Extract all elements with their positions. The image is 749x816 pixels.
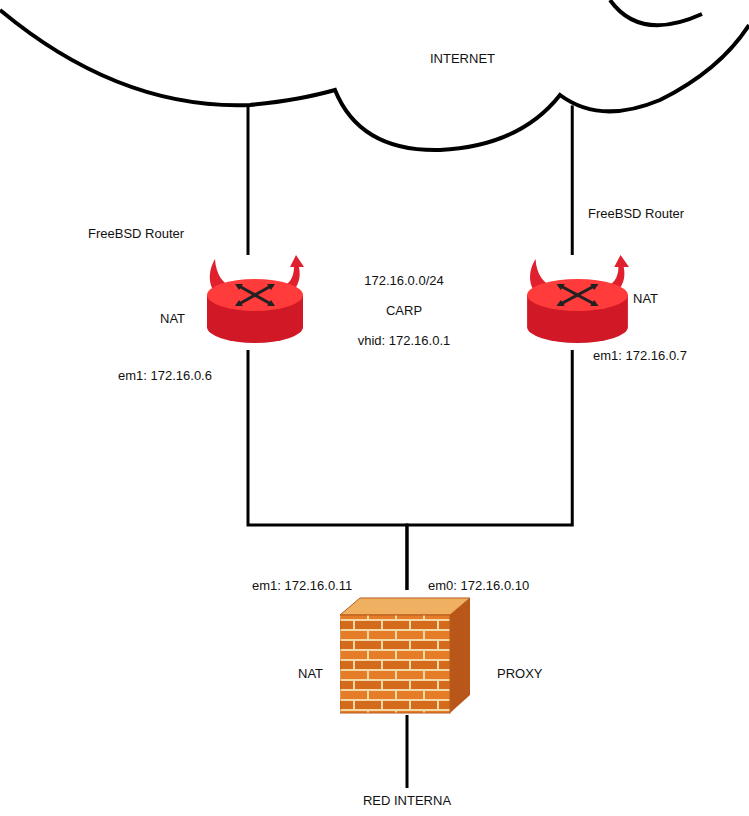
router: FreeBSD RouterNATem1: 172.16.0.6 — [205, 255, 305, 350]
router: FreeBSD RouterNATem1: 172.16.0.7 — [525, 255, 630, 350]
free-label: CARP — [386, 303, 422, 318]
router-icon — [205, 255, 305, 350]
firewall: em1: 172.16.0.11em0: 172.16.0.10NATPROXY — [340, 590, 475, 715]
link-line — [247, 105, 250, 255]
node-label: em0: 172.16.0.10 — [428, 578, 529, 593]
node-label: FreeBSD Router — [88, 226, 184, 241]
link-line — [407, 350, 572, 590]
free-label: 172.16.0.0/24 — [364, 273, 444, 288]
network-link — [248, 105, 249, 255]
node-label: NAT — [633, 291, 658, 306]
network-link — [572, 105, 573, 255]
cloud-outline — [0, 0, 749, 155]
link-line — [248, 350, 407, 590]
free-label: RED INTERNA — [363, 793, 451, 808]
network-link — [407, 350, 572, 590]
network-link — [248, 350, 407, 590]
node-label: PROXY — [497, 666, 543, 681]
node-label: em1: 172.16.0.6 — [118, 368, 212, 383]
free-label: vhid: 172.16.0.1 — [358, 333, 451, 348]
node-label: em1: 172.16.0.7 — [593, 348, 687, 363]
firewall-icon — [340, 590, 475, 715]
router-icon — [525, 255, 630, 350]
node-label: em1: 172.16.0.11 — [252, 578, 352, 593]
node-label: NAT — [160, 311, 185, 326]
internal-network-line — [406, 715, 409, 788]
link-line — [571, 105, 574, 255]
node-label: NAT — [298, 666, 323, 681]
cloud: INTERNET — [0, 0, 749, 155]
node-label: FreeBSD Router — [588, 206, 684, 221]
node-label: INTERNET — [430, 51, 495, 66]
